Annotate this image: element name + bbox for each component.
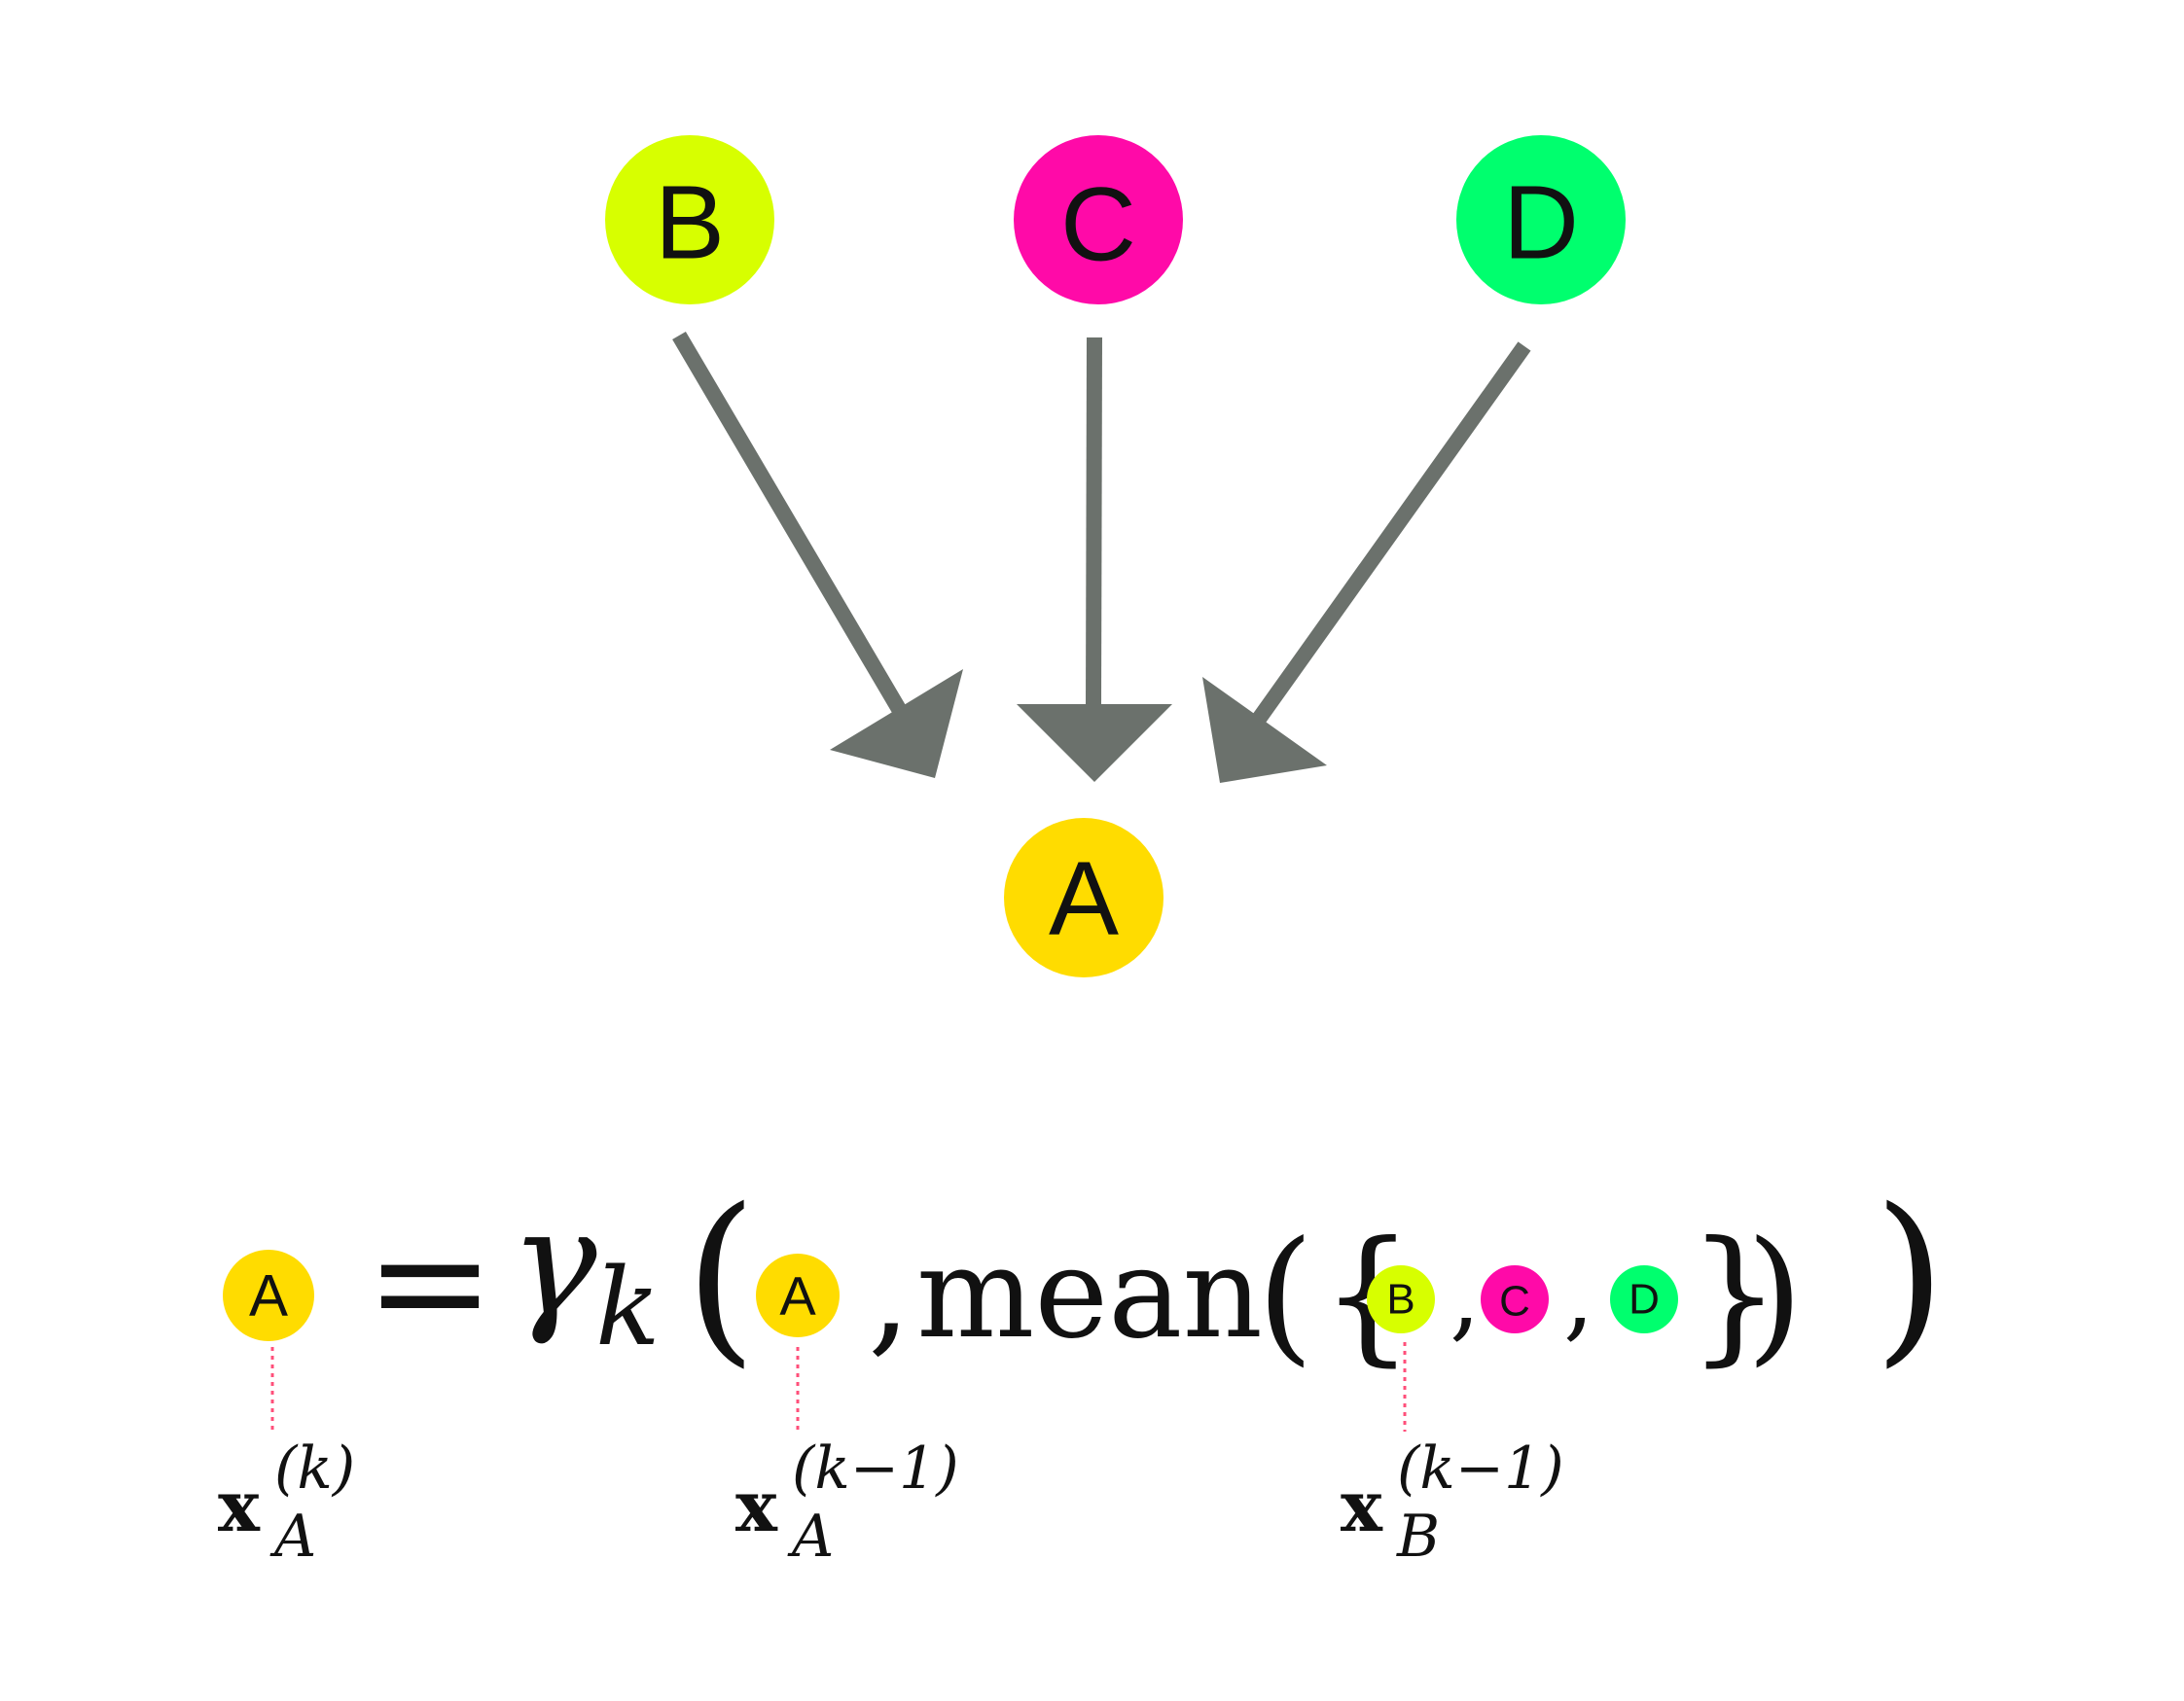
- formula-gamma: γ: [510, 1179, 597, 1348]
- annotation-self: x (k−1) A: [735, 1435, 959, 1571]
- node-a-circle: [1004, 818, 1164, 977]
- annotation-lhs-sub: A: [269, 1503, 316, 1571]
- node-b: B: [605, 135, 774, 304]
- formula-token-d: D: [1610, 1265, 1678, 1333]
- node-a: A: [1004, 818, 1164, 977]
- annotation-self-sup: (k−1): [792, 1435, 959, 1503]
- formula-token-a-self: A: [756, 1254, 840, 1337]
- svg-text:A: A: [779, 1265, 816, 1327]
- edge-b-to-a: [672, 331, 963, 778]
- formula-comma-2: ,: [1450, 1238, 1481, 1352]
- annotation-neighbor-sup: (k−1): [1397, 1435, 1564, 1503]
- formula-close-paren: ): [1874, 1169, 1946, 1384]
- svg-text:D: D: [1629, 1276, 1660, 1324]
- svg-text:A: A: [249, 1263, 288, 1329]
- formula-mean: mean: [916, 1222, 1263, 1366]
- formula-equals: =: [365, 1190, 495, 1372]
- formula-token-c: C: [1481, 1265, 1549, 1333]
- formula-token-b: B: [1367, 1265, 1435, 1333]
- formula-comma-3: ,: [1563, 1238, 1594, 1352]
- node-b-label: B: [655, 163, 725, 281]
- annotation-lhs: x (k) A: [218, 1435, 355, 1571]
- node-c-circle: [1014, 135, 1183, 304]
- svg-text:B: B: [1386, 1276, 1414, 1324]
- annotation-neighbor: x (k−1) B: [1341, 1435, 1564, 1571]
- annotation-self-base: x: [735, 1465, 778, 1547]
- svg-text:C: C: [1499, 1278, 1530, 1326]
- node-d-label: D: [1503, 163, 1579, 281]
- node-a-label: A: [1049, 839, 1119, 957]
- formula-gamma-subscript: k: [595, 1245, 661, 1369]
- formula-open-paren: (: [685, 1169, 757, 1384]
- formula-mean-open-paren: (: [1257, 1211, 1314, 1380]
- annotation-lhs-sup: (k): [274, 1435, 355, 1503]
- node-d: D: [1456, 135, 1626, 304]
- node-c: C: [1014, 135, 1183, 304]
- formula-mean-close-paren: ): [1746, 1211, 1804, 1380]
- formula-set-close-brace: }: [1688, 1211, 1780, 1380]
- node-b-circle: [605, 135, 774, 304]
- node-c-label: C: [1060, 165, 1136, 283]
- formula: A = γ k ( A , mean ( { B , C , D } ) ): [223, 1169, 1946, 1384]
- edge-d-to-a: [1202, 341, 1531, 783]
- node-d-circle: [1456, 135, 1626, 304]
- annotation-lhs-base: x: [218, 1465, 261, 1547]
- leader-lines: [270, 1342, 1407, 1432]
- edge-c-to-a: [1017, 337, 1172, 782]
- annotation-self-sub: A: [787, 1503, 834, 1571]
- edges: [672, 331, 1531, 783]
- formula-comma: ,: [868, 1213, 912, 1371]
- annotation-neighbor-sub: B: [1396, 1503, 1440, 1571]
- annotation-neighbor-base: x: [1341, 1465, 1383, 1547]
- formula-token-a-lhs: A: [223, 1250, 314, 1341]
